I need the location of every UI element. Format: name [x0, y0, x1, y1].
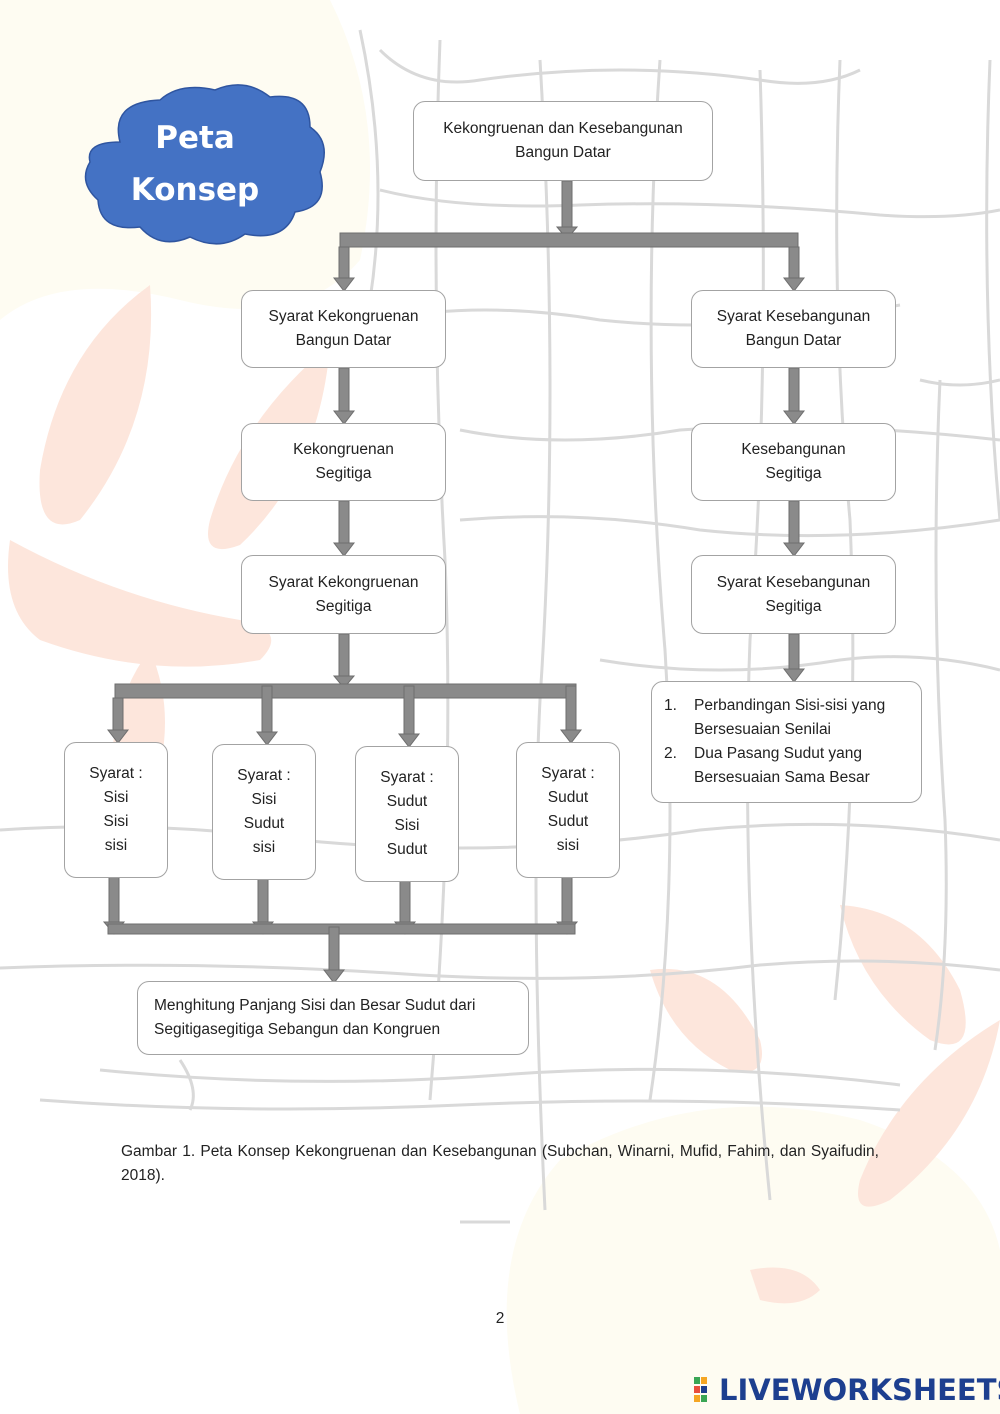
branch-bar-top — [339, 232, 799, 248]
node-label: Syarat Kekongruenan Bangun Datar — [268, 308, 419, 349]
peach-leaf-shape — [8, 540, 272, 667]
connector-to-syarat-kesebangunan-bangun-datar — [782, 246, 806, 292]
logo-text: LIVEWORKSHEETS — [719, 1373, 1000, 1407]
node-label: Syarat : Sisi Sisi sisi — [89, 765, 143, 854]
list-item-text: Perbandingan Sisi-sisi yang Bersesuaian … — [694, 697, 886, 738]
connector-to-sudut-sisi-sudut — [397, 685, 421, 748]
connector-to-syarat-kekongruenan-bangun-datar — [332, 246, 356, 292]
connector-left-1 — [332, 367, 356, 425]
node-syarat-sisi-sisi-sisi: Syarat : Sisi Sisi sisi — [64, 742, 168, 878]
node-kesebangunan-segitiga: Kesebangunan Segitiga — [691, 423, 896, 501]
connector-left-2 — [332, 500, 356, 557]
peach-leaf-shape — [750, 1267, 820, 1304]
connector-right-3 — [782, 633, 806, 683]
node-label: Syarat : Sisi Sudut sisi — [237, 767, 291, 856]
peach-leaf-shape — [840, 905, 966, 1045]
peach-leaf-shape — [858, 1020, 1000, 1207]
node-label: Syarat : Sudut Sudut sisi — [541, 765, 595, 854]
branch-bar-bottom — [107, 923, 576, 935]
branch-bar-middle — [114, 683, 577, 699]
figure-caption: Gambar 1. Peta Konsep Kekongruenan dan K… — [121, 1143, 879, 1184]
title-cloud-text: Peta Konsep — [130, 120, 260, 208]
node-syarat-kesebangunan-segitiga: Syarat Kesebangunan Segitiga — [691, 555, 896, 634]
list-item: 2. Dua Pasang Sudut yang Bersesuaian Sam… — [664, 742, 885, 790]
connector-left-3 — [332, 633, 356, 689]
connector-root-down — [555, 180, 579, 240]
node-label: Menghitung Panjang Sisi dan Besar Sudut … — [154, 997, 476, 1038]
node-kekongruenan-segitiga: Kekongruenan Segitiga — [241, 423, 446, 501]
list-item-number: 1. — [664, 697, 677, 714]
node-final: Menghitung Panjang Sisi dan Besar Sudut … — [137, 981, 529, 1055]
node-syarat-sisi-sudut-sisi: Syarat : Sisi Sudut sisi — [212, 744, 316, 880]
node-label: Syarat Kesebangunan Segitiga — [716, 573, 871, 615]
connector-to-sss — [106, 697, 130, 744]
node-syarat-sudut-sudut-sisi: Syarat : Sudut Sudut sisi — [516, 742, 620, 878]
similarity-conditions-list: 1. Perbandingan Sisi-sisi yang Bersesuai… — [652, 694, 885, 790]
peach-leaf-shape — [39, 285, 152, 525]
node-similarity-conditions-list: 1. Perbandingan Sisi-sisi yang Bersesuai… — [651, 681, 922, 803]
node-syarat-kekongruenan-bangun-datar: Syarat Kekongruenan Bangun Datar — [241, 290, 446, 368]
liveworksheets-logo[interactable]: LIVEWORKSHEETS — [694, 1373, 1000, 1407]
node-label: Kekongruenan Segitiga — [293, 441, 394, 482]
node-syarat-kekongruenan-segitiga: Syarat Kekongruenan Segitiga — [241, 555, 446, 634]
title-cloud-shape — [84, 84, 325, 245]
connector-to-sas — [255, 685, 279, 746]
node-syarat-kesebangunan-bangun-datar: Syarat Kesebangunan Bangun Datar — [691, 290, 896, 368]
connector-right-2 — [782, 500, 806, 557]
page-number: 2 — [495, 1310, 505, 1327]
node-label: Syarat : Sudut Sisi Sudut — [380, 769, 434, 858]
node-label: Syarat Kesebangunan Bangun Datar — [716, 308, 871, 349]
node-label: Syarat Kekongruenan Segitiga — [268, 573, 419, 615]
hand-drawn-grid — [0, 29, 1000, 1224]
list-item: 1. Perbandingan Sisi-sisi yang Bersesuai… — [664, 694, 886, 742]
node-label: Kesebangunan Segitiga — [741, 441, 846, 482]
node-root-label: Kekongruenan dan Kesebangunan Bangun Dat… — [443, 120, 683, 161]
connector-to-sudut-sudut-sisi — [559, 685, 583, 744]
liveworksheets-logo-icon — [694, 1377, 707, 1402]
node-syarat-sudut-sisi-sudut: Syarat : Sudut Sisi Sudut — [355, 746, 459, 882]
connector-right-1 — [782, 367, 806, 425]
peach-leaf-shape — [650, 968, 762, 1072]
connector-to-final — [322, 926, 346, 984]
list-item-text: Dua Pasang Sudut yang Bersesuaian Sama B… — [694, 745, 870, 786]
list-item-number: 2. — [664, 745, 677, 762]
node-root: Kekongruenan dan Kesebangunan Bangun Dat… — [413, 101, 713, 181]
